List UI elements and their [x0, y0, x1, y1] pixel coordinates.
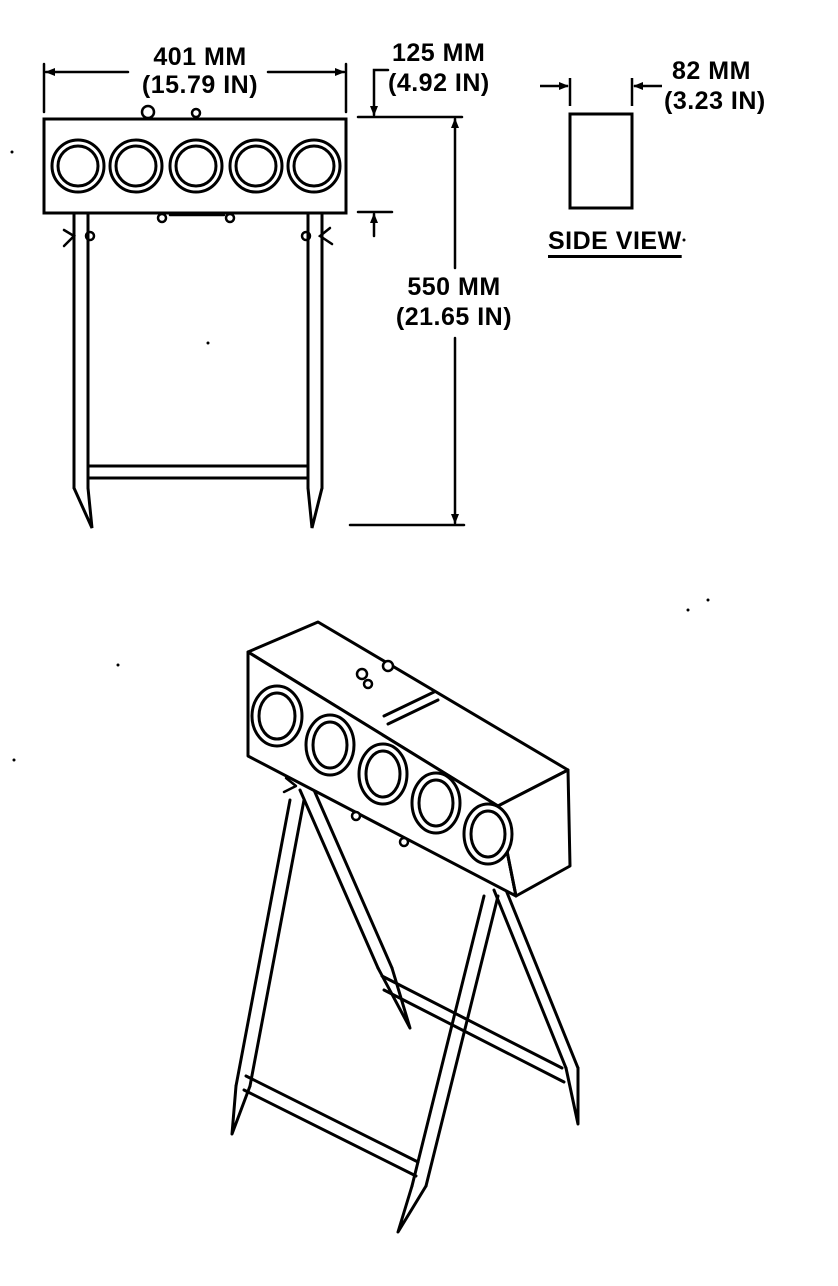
lamp-icon — [364, 749, 402, 799]
box-height-in-label: (4.92 IN) — [388, 69, 490, 97]
lamp-icon — [257, 691, 297, 741]
iso-back-leg-right — [492, 888, 580, 1126]
iso-wing-nut-icon — [282, 776, 410, 848]
depth-in-label: (3.23 IN) — [664, 87, 766, 115]
iso-back-leg-left — [298, 788, 412, 1030]
iso-front-leg-right — [396, 894, 500, 1234]
lamp-icon — [56, 144, 100, 188]
total-height-dimension — [348, 117, 466, 527]
box-height-dimension — [356, 68, 464, 238]
front-view-knobs — [140, 104, 236, 224]
width-mm-label: 401 MM — [153, 43, 247, 71]
lamp-icon — [292, 144, 336, 188]
depth-mm-label: 82 MM — [672, 57, 751, 85]
iso-front-crossbar — [242, 1074, 420, 1178]
iso-back-crossbar — [380, 974, 566, 1084]
front-view-wing-nut-icon — [62, 226, 334, 248]
width-dimension — [42, 62, 348, 114]
isometric-view — [230, 620, 580, 1234]
side-view-box — [568, 112, 634, 210]
total-height-in-label: (21.65 IN) — [395, 303, 513, 331]
iso-knobs — [355, 659, 395, 690]
lamp-icon — [311, 720, 349, 770]
iso-handle — [382, 690, 440, 726]
width-in-label: (15.79 IN) — [141, 71, 259, 99]
iso-lamps — [250, 684, 514, 866]
lamp-icon — [114, 144, 158, 188]
front-view — [42, 62, 466, 529]
iso-front-leg-left — [230, 798, 306, 1136]
paper-specks — [10, 150, 710, 762]
front-view-crossbar — [86, 464, 310, 480]
box-height-mm-label: 125 MM — [392, 39, 486, 67]
front-view-lamps — [50, 138, 342, 194]
front-view-right-leg — [306, 210, 324, 529]
lamp-icon — [469, 809, 507, 859]
lamp-icon — [417, 778, 455, 828]
depth-dimension — [540, 78, 662, 106]
side-view-label: SIDE VIEW — [548, 227, 682, 255]
total-height-mm-label: 550 MM — [407, 273, 501, 301]
side-view — [540, 78, 662, 210]
lamp-icon — [174, 144, 218, 188]
front-view-left-leg — [72, 210, 94, 529]
lamp-icon — [234, 144, 278, 188]
